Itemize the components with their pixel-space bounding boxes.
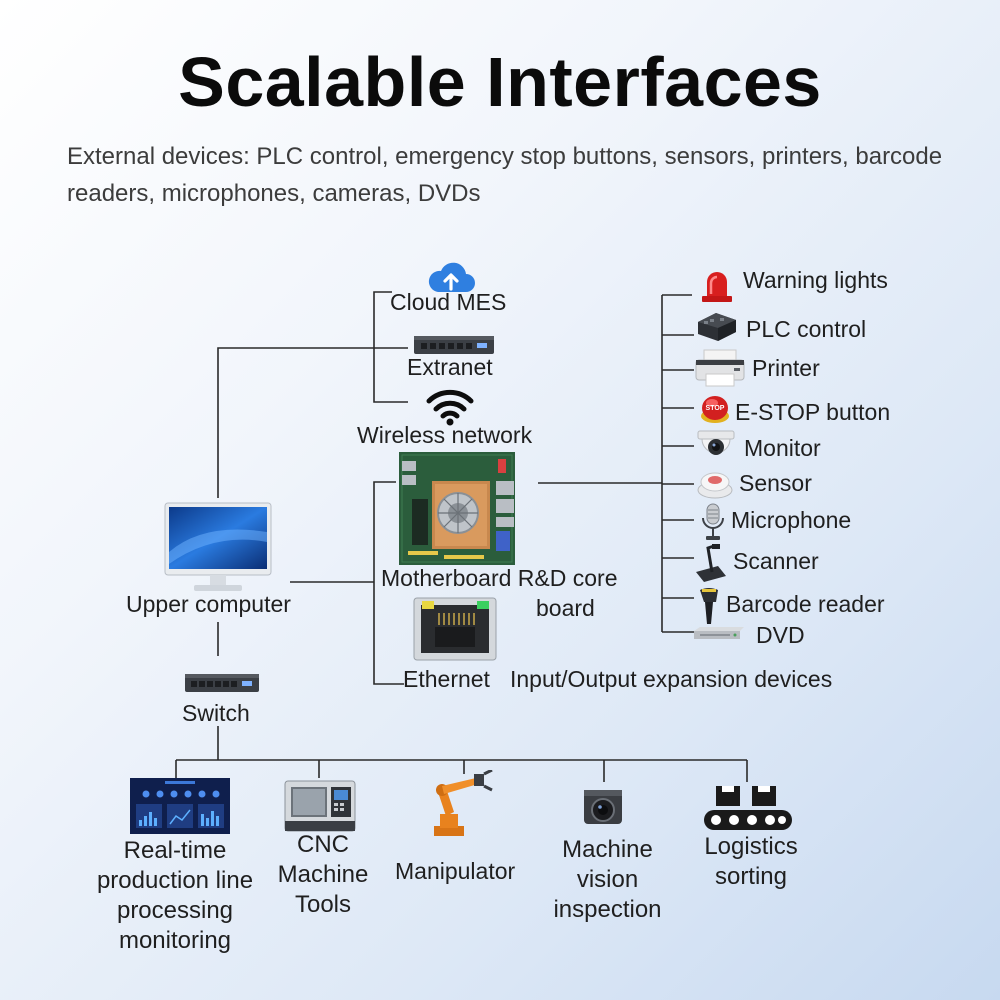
peripheral-label-dvd: DVD (756, 622, 805, 648)
dashboard-screen-icon (130, 778, 230, 834)
printer-icon (695, 349, 745, 387)
switch-icon (185, 674, 259, 692)
peripheral-label-printer: Printer (752, 355, 820, 381)
peripheral-label-plc-control: PLC control (746, 316, 867, 342)
dvd-drive-icon (694, 627, 744, 639)
robot-arm-icon (434, 770, 493, 836)
industrial-camera-icon (584, 790, 622, 824)
upper-computer-label: Upper computer (126, 591, 291, 617)
motherboard-icon (399, 452, 515, 565)
switch-label: Switch (182, 700, 250, 726)
peripheral-label-microphone: Microphone (731, 507, 852, 533)
cloud-mes-label: Cloud MES (390, 289, 507, 315)
ethernet-port-icon (413, 597, 497, 661)
bottom-device-label-machine-vision: Machine vision inspection (553, 836, 662, 923)
barcode-reader-icon (700, 588, 718, 624)
peripheral-label-barcode-reader: Barcode reader (726, 591, 885, 617)
peripheral-label-estop: E-STOP button (735, 399, 891, 425)
cnc-machine-icon (284, 780, 356, 832)
sensor-icon (697, 472, 733, 499)
bottom-device-label-logistics: Logistics sorting (704, 833, 798, 890)
warning-light-icon (702, 272, 732, 302)
cloud-icon (428, 262, 475, 292)
ethernet-label: Ethernet (403, 666, 490, 692)
page-subtitle: External devices: PLC control, emergency… (67, 143, 943, 207)
monitor-computer-icon (164, 502, 272, 591)
wireless-network-label: Wireless network (357, 422, 533, 448)
peripheral-label-monitor: Monitor (744, 435, 821, 461)
estop-button-icon: STOP (701, 396, 729, 423)
page-title: Scalable Interfaces (178, 43, 822, 121)
motherboard-label-cont: board (536, 595, 595, 621)
peripheral-label-sensor: Sensor (739, 470, 812, 496)
scanner-icon (696, 544, 726, 582)
wifi-icon (426, 389, 474, 426)
conveyor-sorting-icon (704, 786, 792, 830)
dome-camera-icon (697, 430, 735, 455)
router-icon (414, 336, 494, 354)
motherboard-label: Motherboard R&D core (381, 565, 618, 591)
bottom-device-label-cnc: CNC Machine Tools (277, 831, 369, 918)
microphone-icon (702, 503, 724, 540)
bottom-device-label-manipulator: Manipulator (395, 858, 516, 884)
peripheral-label-warning-lights: Warning lights (743, 267, 888, 293)
estop-badge-text: STOP (706, 405, 725, 412)
extranet-label: Extranet (407, 354, 493, 380)
io-expansion-label: Input/Output expansion devices (510, 666, 833, 692)
peripheral-label-scanner: Scanner (733, 548, 819, 574)
bottom-device-label-monitoring: Real-time production line processing mon… (96, 837, 254, 954)
plc-control-icon (698, 313, 736, 341)
